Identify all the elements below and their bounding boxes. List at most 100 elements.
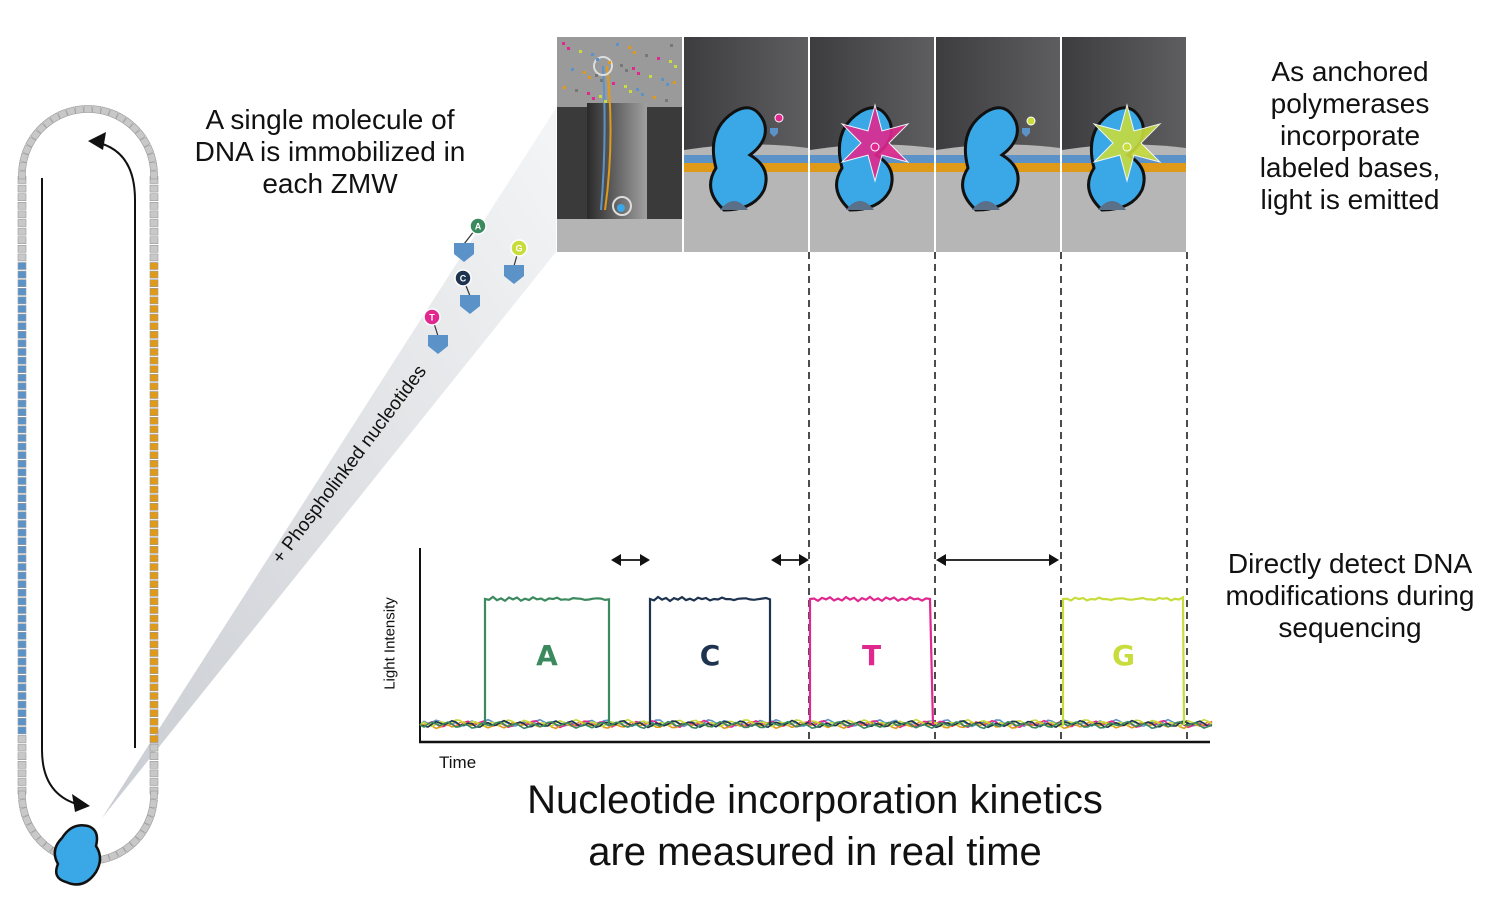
dna-base <box>17 262 27 270</box>
dna-base <box>149 416 159 425</box>
free-nucleotide <box>649 75 652 78</box>
dna-base <box>18 170 26 180</box>
free-nucleotide <box>575 89 578 92</box>
dna-base <box>18 798 27 809</box>
dna-base <box>17 709 27 718</box>
dna-base <box>107 108 119 120</box>
free-nucleotide <box>636 88 639 91</box>
dna-base <box>17 494 27 503</box>
dna-base <box>17 545 27 554</box>
caption-line: Directly detect DNA <box>1227 548 1473 579</box>
free-nucleotide <box>629 90 632 93</box>
dna-base <box>17 296 27 305</box>
caption-kinetics: Nucleotide incorporation kinetics are me… <box>415 774 1215 878</box>
dna-base <box>134 829 146 841</box>
dna-base <box>149 330 159 339</box>
dna-base <box>149 649 159 657</box>
caption-line: As anchored <box>1271 56 1429 87</box>
caption-line: sequencing <box>1278 612 1422 643</box>
dna-base <box>149 717 159 726</box>
dna-base <box>149 270 159 279</box>
dna-base <box>149 468 159 477</box>
dna-base <box>17 631 27 640</box>
free-nucleotide <box>579 50 582 53</box>
dna-base <box>149 631 159 640</box>
dna-base <box>17 614 27 623</box>
dna-base <box>149 571 159 580</box>
dna-base <box>149 537 159 546</box>
nucleotide-A: A <box>454 217 487 262</box>
dna-base <box>149 554 159 563</box>
dna-base <box>143 144 155 156</box>
dna-base <box>17 305 27 313</box>
nucleotide-shape-icon <box>428 335 448 354</box>
dna-base <box>149 442 159 451</box>
dye-label-icon <box>454 269 472 287</box>
dna-base <box>17 391 27 399</box>
dna-base <box>18 161 27 172</box>
baseline-trace <box>419 718 1213 728</box>
dna-base <box>17 606 27 614</box>
dna-base <box>18 790 26 800</box>
polymerase-icon <box>709 106 768 212</box>
dna-base <box>143 814 155 826</box>
caption-emitted: As anchored polymerases incorporate labe… <box>1220 56 1480 216</box>
free-nucleotide <box>563 86 566 89</box>
nucleotide-shape-icon <box>770 128 778 137</box>
dna-base <box>149 434 159 442</box>
free-nucleotide <box>633 51 636 54</box>
caption-line: each ZMW <box>262 168 398 199</box>
dna-base <box>17 649 27 657</box>
dna-base <box>149 161 158 172</box>
dna-base <box>17 330 27 339</box>
dna-base <box>17 227 27 236</box>
free-nucleotide <box>645 54 648 57</box>
nucleotide-shape-icon <box>504 265 524 284</box>
dna-base <box>17 580 27 589</box>
anchor-icon <box>720 201 748 210</box>
nucleotide-T: T <box>423 308 448 354</box>
arrowhead-icon <box>72 794 90 812</box>
dna-base <box>17 520 27 528</box>
caption-line: polymerases <box>1270 88 1430 119</box>
dna-base <box>17 511 27 520</box>
adapter-loop <box>593 56 613 76</box>
free-nucleotide <box>628 46 631 49</box>
dna-base <box>149 580 159 589</box>
dna-base <box>149 391 159 399</box>
free-nucleotide <box>596 58 599 61</box>
caption-line: modifications during <box>1225 580 1475 611</box>
dna-base <box>17 202 27 210</box>
dna-base <box>149 769 159 778</box>
dna-base <box>17 322 27 331</box>
dna-base <box>139 822 151 834</box>
free-nucleotide <box>632 67 635 70</box>
dna-base <box>149 528 159 537</box>
dna-base <box>17 477 27 485</box>
dna-base <box>91 105 102 114</box>
dye-label-icon <box>870 142 880 152</box>
dna-base <box>149 348 159 356</box>
dna-base <box>149 459 159 468</box>
y-axis-label: Light Intensity <box>381 597 399 690</box>
up-arrow-icon <box>94 141 136 748</box>
dna-base <box>17 451 27 460</box>
dna-base <box>149 778 159 786</box>
caption-line: DNA is immobilized in <box>194 136 466 167</box>
dna-base <box>149 236 159 244</box>
dna-base <box>149 322 159 331</box>
dna-base <box>149 210 159 219</box>
dna-base <box>17 752 27 761</box>
free-nucleotide <box>571 68 574 71</box>
nucleotide-G: G <box>504 239 528 284</box>
baseline-trace <box>419 720 1213 730</box>
dna-base <box>149 296 159 305</box>
dna-base <box>149 253 159 262</box>
dna-base <box>17 210 27 219</box>
dna-base <box>17 434 27 442</box>
dye-label-icon <box>423 308 441 326</box>
dna-base <box>149 563 159 571</box>
pulse-C <box>648 595 772 725</box>
dna-base <box>149 657 159 666</box>
